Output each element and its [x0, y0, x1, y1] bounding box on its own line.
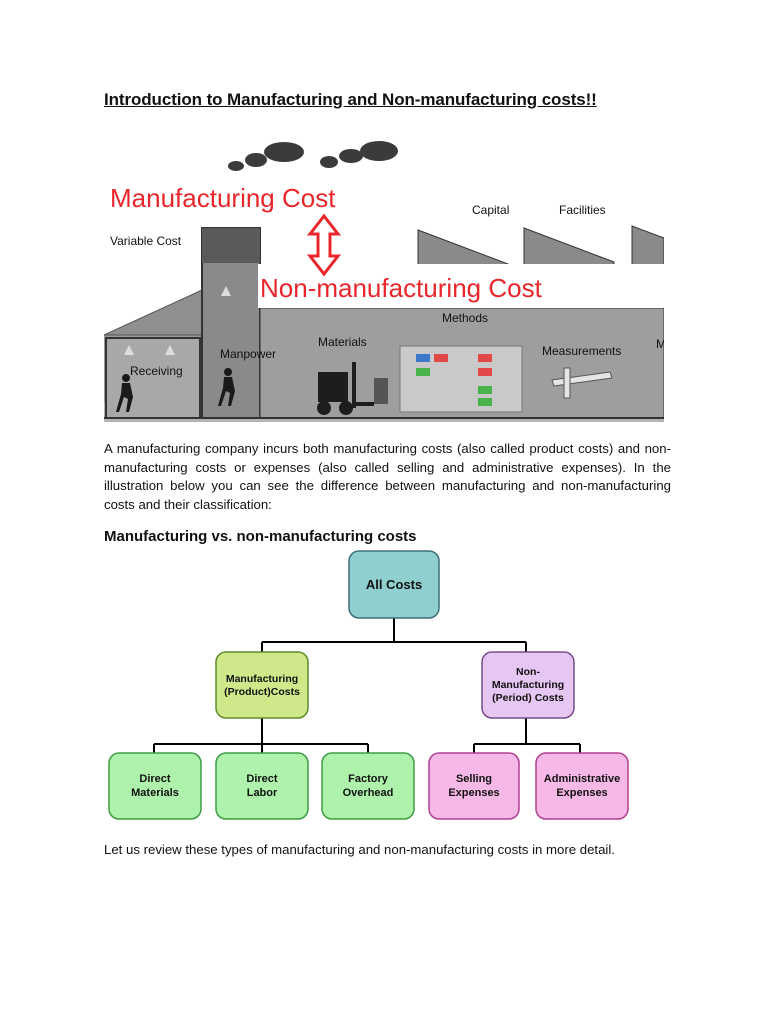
- non-manufacturing-costs-node: Non- Manufacturing (Period) Costs: [481, 651, 575, 719]
- manpower-label: Manpower: [220, 347, 276, 361]
- manufacturing-illustration: Manufacturing Cost Non-manufacturing Cos…: [104, 140, 664, 422]
- non-manufacturing-line1: Non-: [516, 666, 540, 678]
- selling-expenses-line1: Selling: [456, 773, 492, 785]
- manufacturing-line2: (Product)Costs: [224, 686, 300, 698]
- section-heading: Manufacturing vs. non-manufacturing cost…: [104, 528, 417, 545]
- direct-labor-line2: Labor: [247, 787, 278, 799]
- direct-labor-line1: Direct: [246, 773, 278, 785]
- factory-building: [104, 225, 664, 422]
- page-title: Introduction to Manufacturing and Non-ma…: [104, 90, 597, 109]
- receiving-label: Receiving: [130, 364, 183, 378]
- manufacturing-cost-label: Manufacturing Cost: [110, 183, 336, 213]
- closing-paragraph: Let us review these types of manufacturi…: [104, 842, 615, 857]
- capital-label: Capital: [472, 203, 509, 217]
- administrative-expenses-line1: Administrative: [544, 773, 620, 785]
- factory-overhead-line2: Overhead: [343, 787, 394, 799]
- all-costs-node: All Costs: [348, 550, 440, 619]
- smoke-clouds: [228, 141, 398, 171]
- methods-label: Methods: [442, 311, 488, 325]
- cost-classification-diagram: All Costs Manufacturing (Product)Costs N…: [108, 550, 629, 820]
- measurements-label: Measurements: [542, 344, 621, 358]
- direct-materials-line1: Direct: [139, 773, 171, 785]
- all-costs-label: All Costs: [366, 577, 422, 592]
- administrative-expenses-node: Administrative Expenses: [535, 752, 629, 820]
- manufacturing-line1: Manufacturing: [226, 673, 298, 685]
- diagram-connectors: [153, 618, 581, 753]
- intro-paragraph: A manufacturing company incurs both manu…: [104, 441, 671, 512]
- direct-materials-line2: Materials: [131, 787, 179, 799]
- factory-overhead-node: Factory Overhead: [321, 752, 415, 820]
- manufacturing-costs-node: Manufacturing (Product)Costs: [215, 651, 309, 719]
- cut-off-label: M: [656, 337, 664, 351]
- materials-label: Materials: [318, 335, 367, 349]
- non-manufacturing-cost-label: Non-manufacturing Cost: [260, 273, 543, 303]
- non-manufacturing-line3: (Period) Costs: [492, 692, 564, 704]
- facilities-label: Facilities: [559, 203, 606, 217]
- administrative-expenses-line2: Expenses: [556, 787, 607, 799]
- variable-cost-label: Variable Cost: [110, 234, 182, 248]
- factory-overhead-line1: Factory: [348, 773, 389, 785]
- double-arrow-icon: [306, 213, 342, 277]
- direct-materials-node: Direct Materials: [108, 752, 202, 820]
- direct-labor-node: Direct Labor: [215, 752, 309, 820]
- selling-expenses-line2: Expenses: [448, 787, 499, 799]
- selling-expenses-node: Selling Expenses: [428, 752, 520, 820]
- non-manufacturing-line2: Manufacturing: [492, 679, 564, 691]
